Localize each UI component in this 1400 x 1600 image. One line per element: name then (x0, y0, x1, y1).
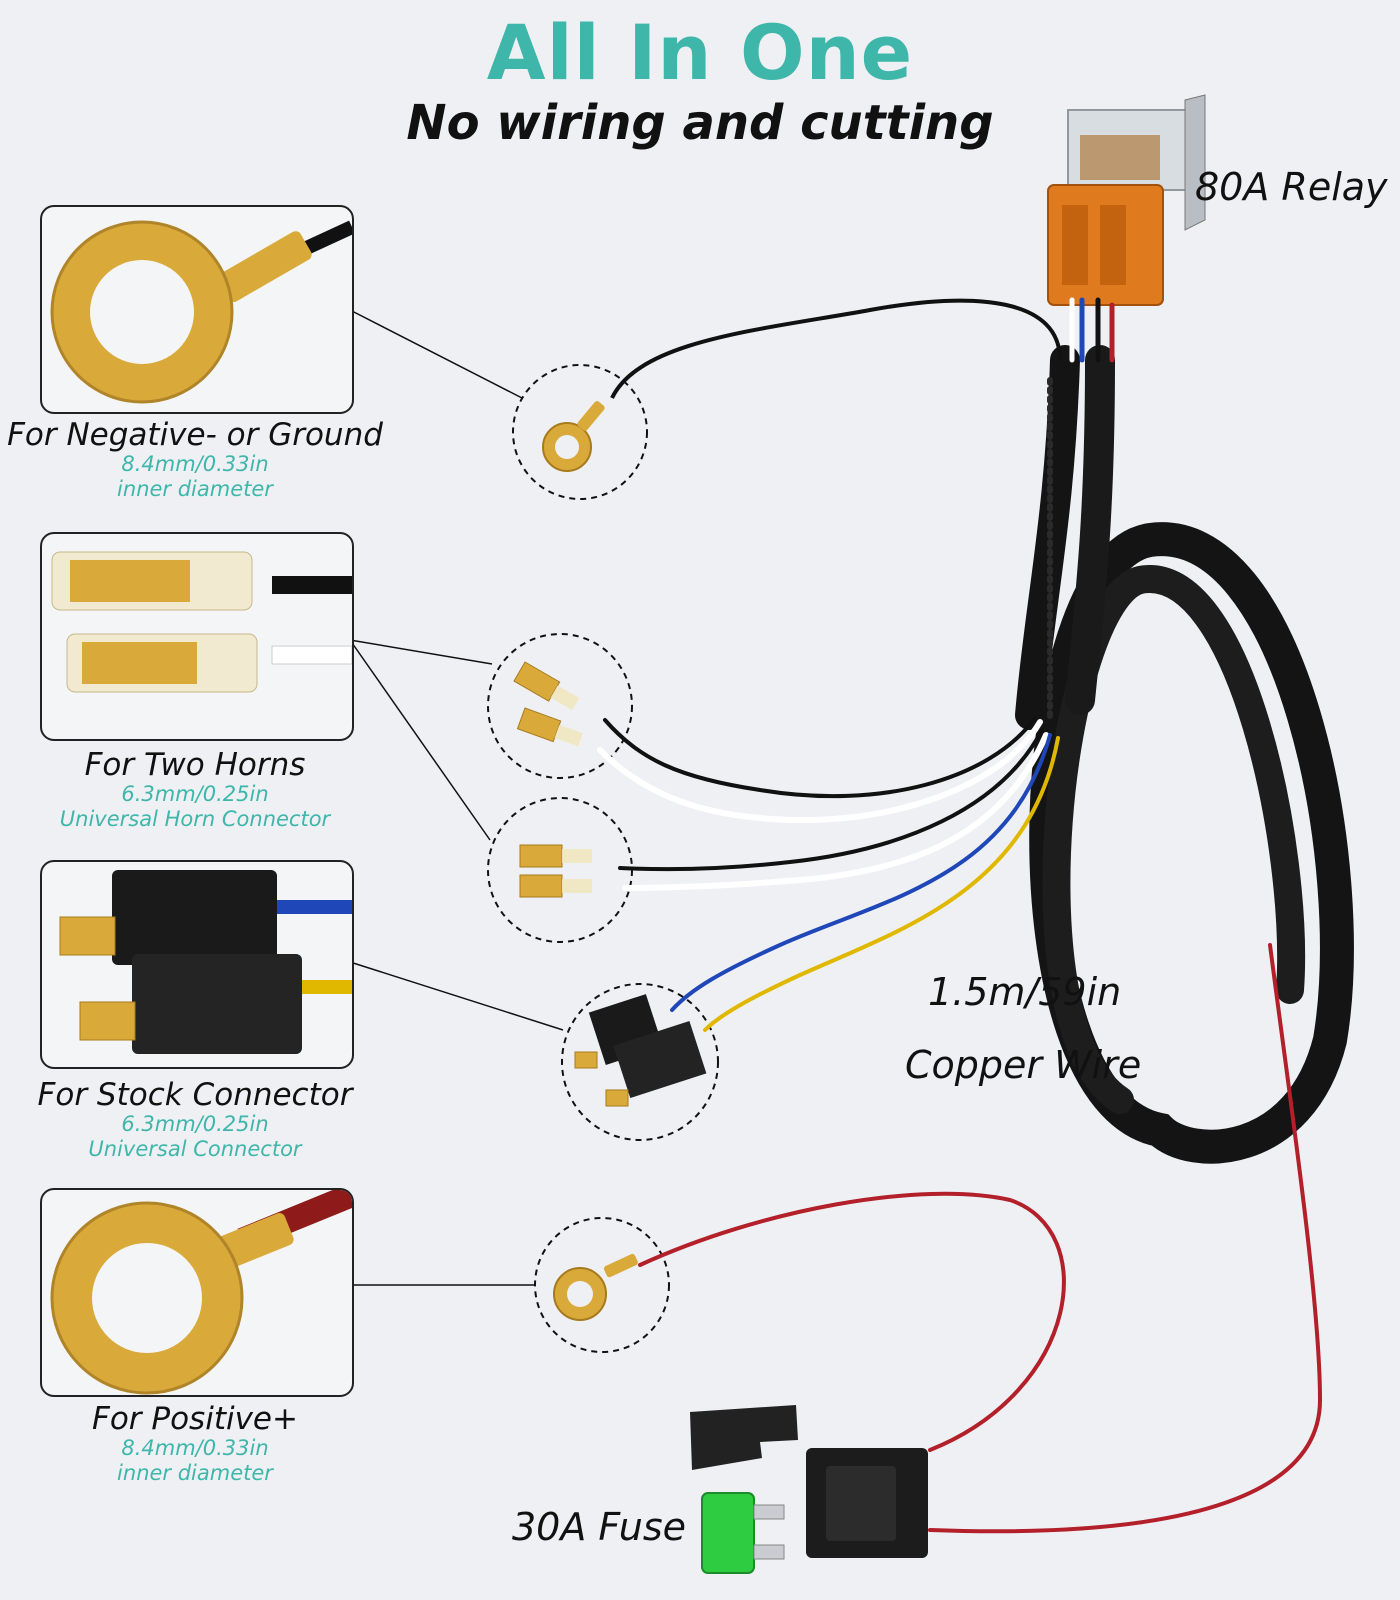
horn-wire-black-a (603, 716, 1037, 799)
callout-detail-positive: 8.4mm/0.33in (121, 1436, 269, 1460)
relay-wires (1069, 297, 1115, 363)
horn-wire-white-a (597, 719, 1043, 824)
positive-ring-terminal (553, 1253, 638, 1321)
stock-connector-plug (574, 994, 707, 1107)
zoom-circle-ground (512, 364, 648, 500)
wire-material-label: Copper Wire (905, 1043, 1142, 1087)
callout-panel-ground (40, 205, 354, 414)
relay-coil (1080, 135, 1160, 180)
stock-connector-photo (59, 870, 352, 1054)
callout-caption-stock: For Stock Connector 6.3mm/0.25in Univers… (0, 1078, 390, 1162)
horn-spade-connectors (513, 661, 592, 898)
stock-wire-yellow (703, 736, 1060, 1032)
fuse-holder (690, 1405, 928, 1574)
callout-detail-horns: 6.3mm/0.25in (121, 782, 269, 806)
red-wire-to-fuse (928, 943, 1323, 1534)
fuse-cap (690, 1405, 798, 1470)
leader-line-horn-a (349, 639, 493, 665)
horn-spade-connectors-photo (51, 551, 352, 693)
page-subtitle: No wiring and cutting (406, 95, 994, 151)
callout-panel-positive (40, 1188, 354, 1397)
leader-line-stock (349, 961, 564, 1031)
zoom-circle-horn-b (487, 797, 633, 943)
corrugated-loom (1015, 345, 1354, 1164)
length-label: 1.5m/59in (928, 970, 1122, 1014)
callout-title-ground: For Negative- or Ground (7, 417, 383, 453)
red-wire-to-ring (638, 1191, 1066, 1452)
zoom-circle-stock (561, 983, 719, 1141)
callout-caption-ground: For Negative- or Ground 8.4mm/0.33in inn… (0, 418, 390, 502)
loom-main-b (1065, 345, 1115, 715)
horn-wire-white-b (622, 732, 1049, 891)
power-wires (638, 943, 1323, 1534)
callout-detail2-positive: inner diameter (117, 1461, 273, 1485)
ground-ring-terminal (542, 401, 605, 472)
fuse-30a-blade (701, 1492, 785, 1574)
callout-caption-positive: For Positive+ 8.4mm/0.33in inner diamete… (0, 1402, 390, 1486)
page-title: All In One (486, 8, 914, 97)
callout-panel-horns (40, 532, 354, 741)
relay-socket-slot-b (1100, 205, 1126, 285)
callout-title-stock: For Stock Connector (37, 1077, 353, 1113)
leader-line-ground (349, 309, 523, 399)
ground-ring-terminal-photo (50, 220, 352, 404)
fuse-label: 30A Fuse (512, 1505, 687, 1549)
relay-label: 80A Relay (1195, 165, 1388, 209)
zoom-circle-positive (534, 1217, 670, 1353)
positive-ring-terminal-photo (50, 1190, 352, 1395)
leader-line-horn-b (349, 639, 491, 841)
zoom-circle-horn-a (487, 633, 633, 779)
horn-wire-black-b (618, 728, 1044, 872)
callout-detail2-stock: Universal Connector (88, 1137, 302, 1161)
relay-bracket (1184, 94, 1206, 231)
loom-coil-inner (1042, 565, 1306, 1114)
callout-caption-horns: For Two Horns 6.3mm/0.25in Universal Hor… (0, 748, 390, 832)
callout-title-horns: For Two Horns (84, 747, 306, 783)
callout-detail-stock: 6.3mm/0.25in (121, 1112, 269, 1136)
callout-detail2-horns: Universal Horn Connector (59, 807, 331, 831)
ground-wire (610, 298, 1062, 399)
relay-socket-slot-a (1062, 205, 1088, 285)
leader-lines (349, 309, 564, 1286)
callout-panel-stock (40, 860, 354, 1069)
callout-detail-ground: 8.4mm/0.33in (121, 452, 269, 476)
stock-wire-blue (670, 733, 1052, 1012)
relay-80a (1047, 94, 1206, 306)
branch-wires (597, 716, 1060, 1032)
callout-detail2-ground: inner diameter (117, 477, 273, 501)
callout-title-positive: For Positive+ (92, 1401, 298, 1437)
